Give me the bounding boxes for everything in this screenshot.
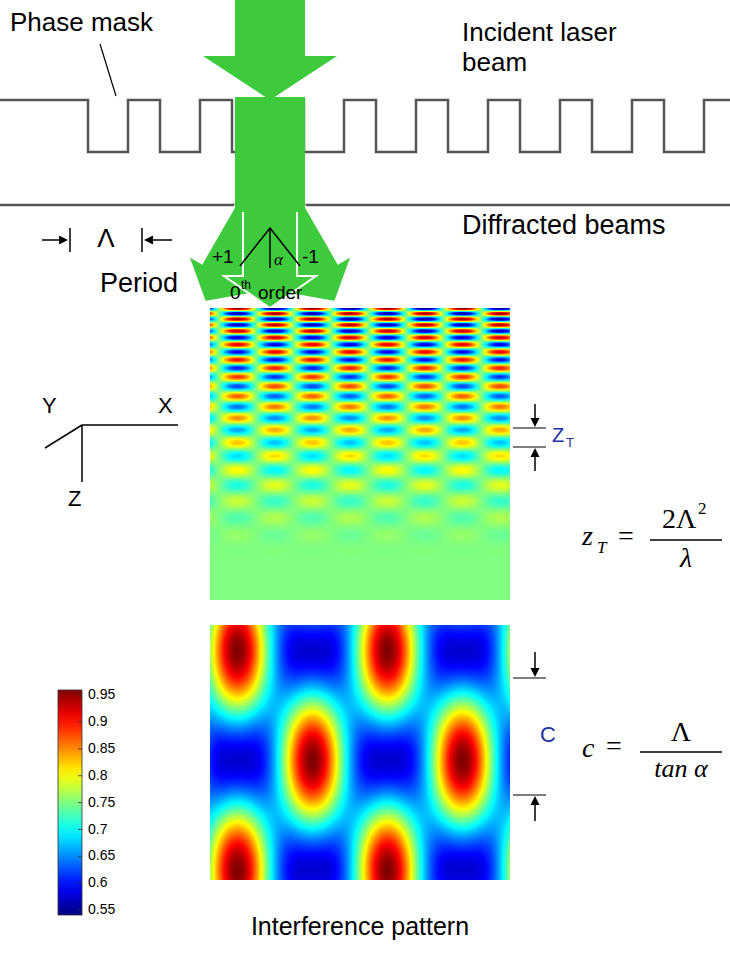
colorbar-tick-label: 0.75	[88, 794, 115, 810]
colorbar-tick-label: 0.95	[88, 686, 115, 702]
axis-label: X	[158, 393, 173, 418]
formula-text: 2Λ	[662, 503, 696, 535]
colorbar-tick-label: 0.65	[88, 847, 115, 863]
angle-label: α	[274, 250, 283, 270]
formula-text: Λ	[671, 716, 691, 748]
zt-arrow-bottom-head	[531, 448, 540, 457]
formula-text: 2	[698, 499, 707, 519]
order-label: order	[258, 282, 302, 304]
dimension-label: Z	[552, 424, 564, 447]
part-label: Period	[100, 268, 178, 299]
caption-label: Interference pattern	[251, 912, 469, 941]
fraction-bar	[640, 751, 722, 753]
zt-arrow-top-line	[534, 404, 536, 418]
dimension-label: C	[540, 722, 556, 747]
formula-text: λ	[680, 542, 692, 574]
colorbar-tick-label: 0.6	[88, 874, 107, 890]
dimension-label: T	[566, 436, 574, 451]
formula-text: T	[597, 538, 606, 558]
leader-line	[100, 44, 116, 96]
talbot-carpet	[210, 308, 510, 600]
colorbar-ticks	[78, 695, 82, 910]
part-label: Incident laser beam	[462, 18, 657, 78]
zt-ticks	[513, 428, 546, 447]
axis-label: Y	[42, 393, 57, 418]
c-arrow-top-head	[531, 668, 540, 677]
colorbar-tick-label: 0.8	[88, 767, 107, 783]
formula-text: c	[582, 732, 594, 764]
formula-text: tan α	[654, 754, 707, 784]
axis-label: Z	[68, 486, 81, 511]
interference-pattern-image	[210, 625, 510, 880]
period-arrow-left-head	[59, 236, 68, 245]
formula-text: z	[582, 520, 593, 552]
colorbar-tick-label: 0.9	[88, 713, 107, 729]
period-arrow-left-line	[42, 239, 59, 241]
order-label: +1	[212, 246, 234, 268]
colorbar-tick-label: 0.55	[88, 901, 115, 917]
incident-beam	[203, 0, 337, 100]
axes	[45, 425, 178, 482]
fraction-bar	[650, 539, 722, 541]
order-label: -1	[302, 246, 319, 268]
zt-arrow-top-head	[531, 418, 540, 427]
order-label: 0	[230, 282, 241, 304]
c-arrow-bottom-line	[534, 805, 536, 821]
period-arrow-right-head	[144, 236, 153, 245]
angle-lines	[240, 228, 300, 268]
c-arrow-top-line	[534, 652, 536, 668]
part-label: Phase mask	[10, 8, 153, 38]
formula-text: =	[606, 730, 622, 762]
c-arrow-bottom-head	[531, 796, 540, 805]
order-label: th	[241, 279, 251, 293]
part-label: Diffracted beams	[462, 210, 667, 241]
beam-in-mask	[235, 97, 305, 212]
phase-mask-base	[0, 204, 730, 207]
dimension-label: Λ	[97, 224, 114, 254]
colorbar-tick-label: 0.7	[88, 821, 107, 837]
phase-mask-profile	[0, 100, 730, 152]
formula-text: =	[618, 520, 634, 552]
period-arrow-right-line	[153, 239, 172, 241]
colorbar	[58, 690, 82, 915]
colorbar-tick-label: 0.85	[88, 740, 115, 756]
zt-arrow-bottom-line	[534, 457, 536, 471]
